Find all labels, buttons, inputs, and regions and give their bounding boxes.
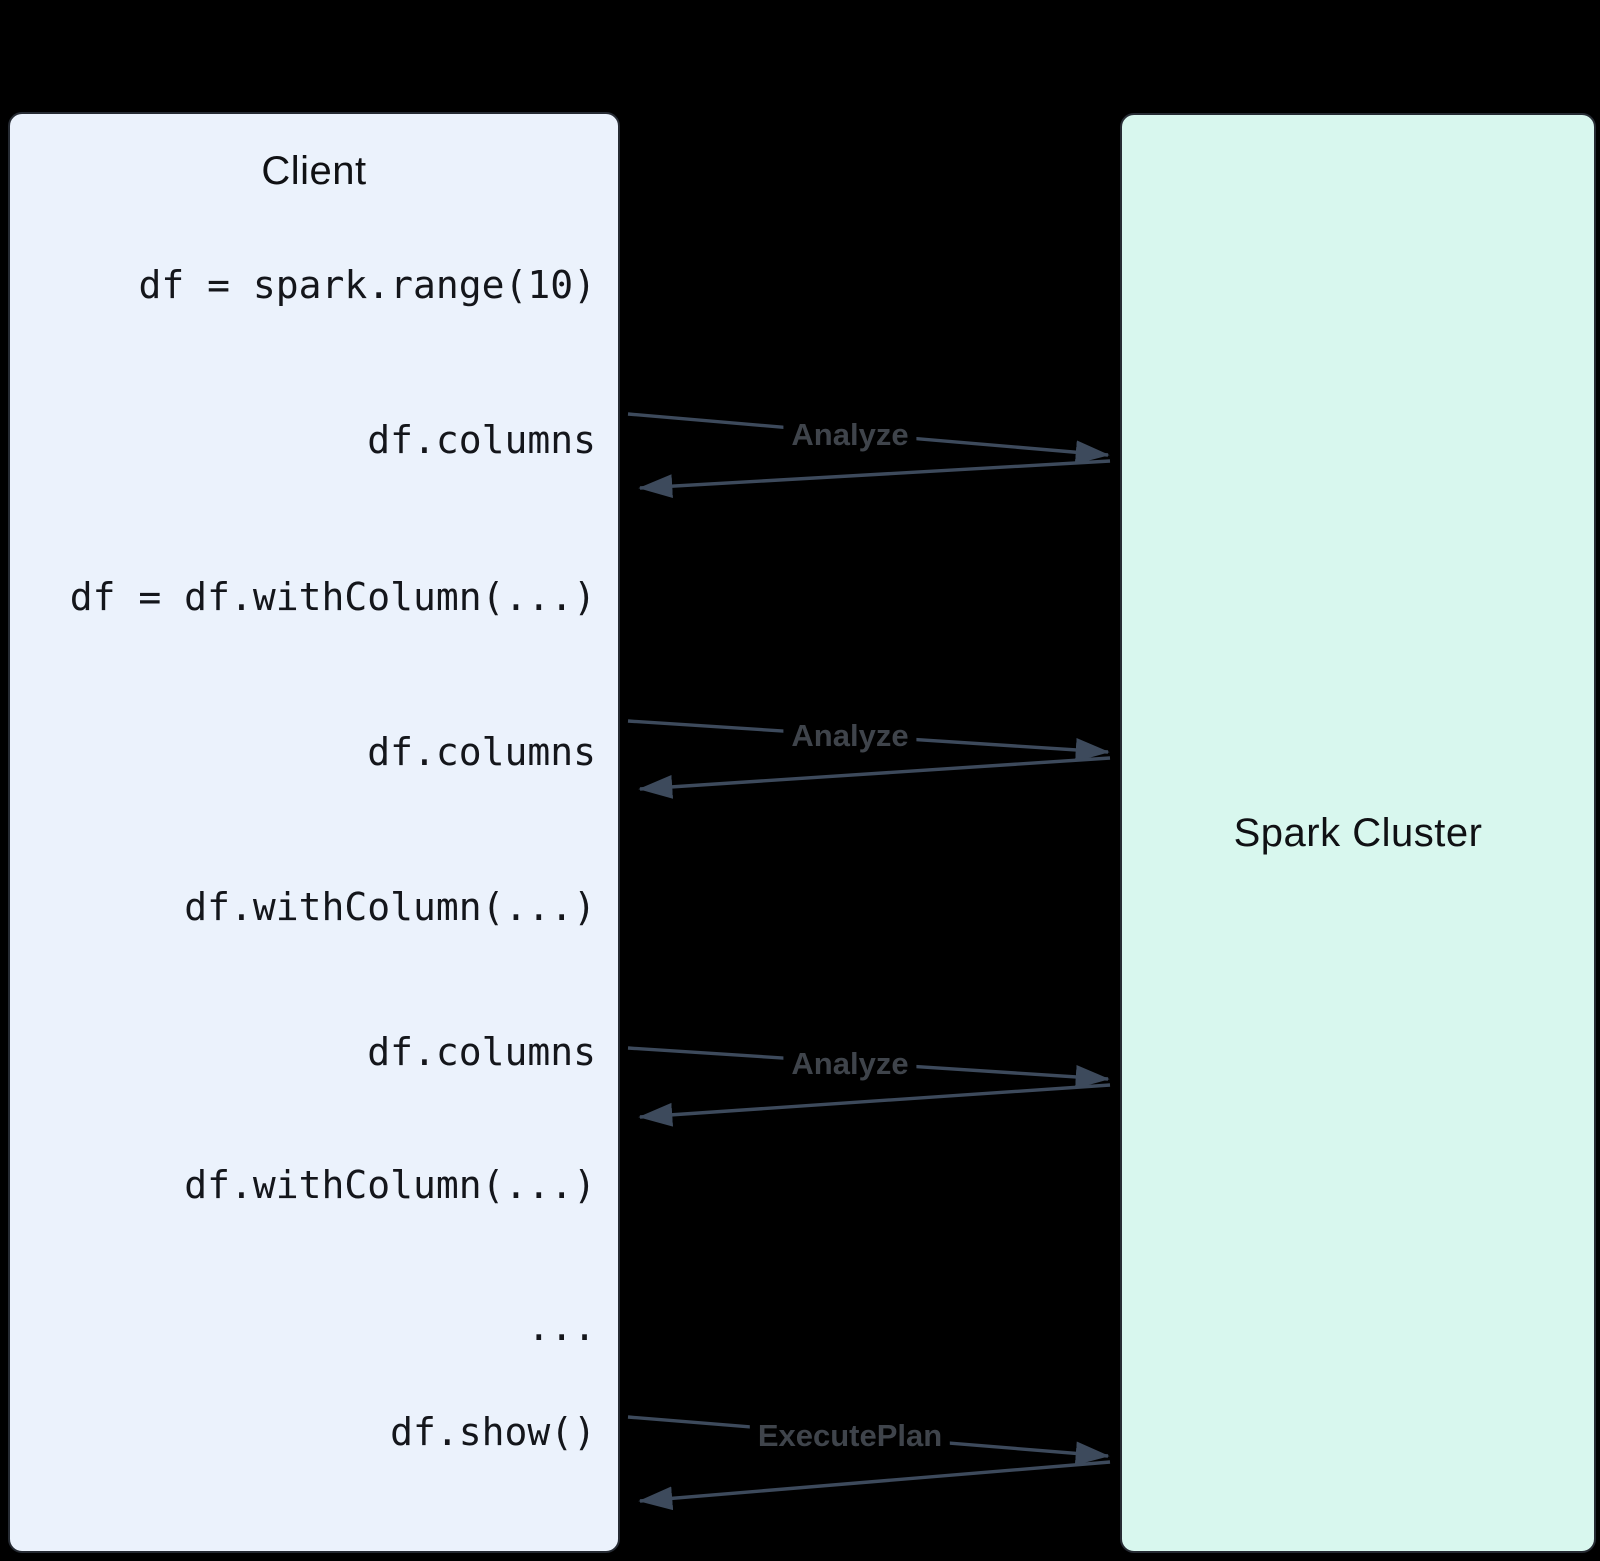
code-line: df.show()	[390, 1410, 596, 1454]
spark-cluster-box: Spark Cluster	[1120, 113, 1596, 1553]
message-label-analyze-3: Analyze	[783, 1044, 917, 1084]
executeplan-response-arrow	[638, 1460, 1111, 1511]
analyze-response-arrow-3	[638, 1083, 1111, 1127]
code-line: df.withColumn(...)	[184, 885, 596, 929]
code-line: df.withColumn(...)	[184, 1163, 596, 1207]
client-box: Client df = spark.range(10) df.columns d…	[8, 112, 620, 1553]
message-label-executeplan: ExecutePlan	[749, 1416, 951, 1456]
message-label-analyze-1: Analyze	[783, 415, 917, 455]
code-line: ...	[527, 1305, 596, 1349]
client-box-title: Client	[261, 149, 367, 193]
code-line: df.columns	[367, 730, 596, 774]
code-line: df = df.withColumn(...)	[69, 575, 596, 619]
message-label-analyze-2: Analyze	[783, 716, 917, 756]
code-line: df.columns	[367, 1030, 596, 1074]
code-line: df = spark.range(10)	[138, 263, 596, 307]
analyze-response-arrow-2	[638, 756, 1111, 799]
code-line: df.columns	[367, 418, 596, 462]
spark-cluster-box-title: Spark Cluster	[1233, 810, 1483, 855]
analyze-response-arrow-1	[638, 459, 1111, 499]
